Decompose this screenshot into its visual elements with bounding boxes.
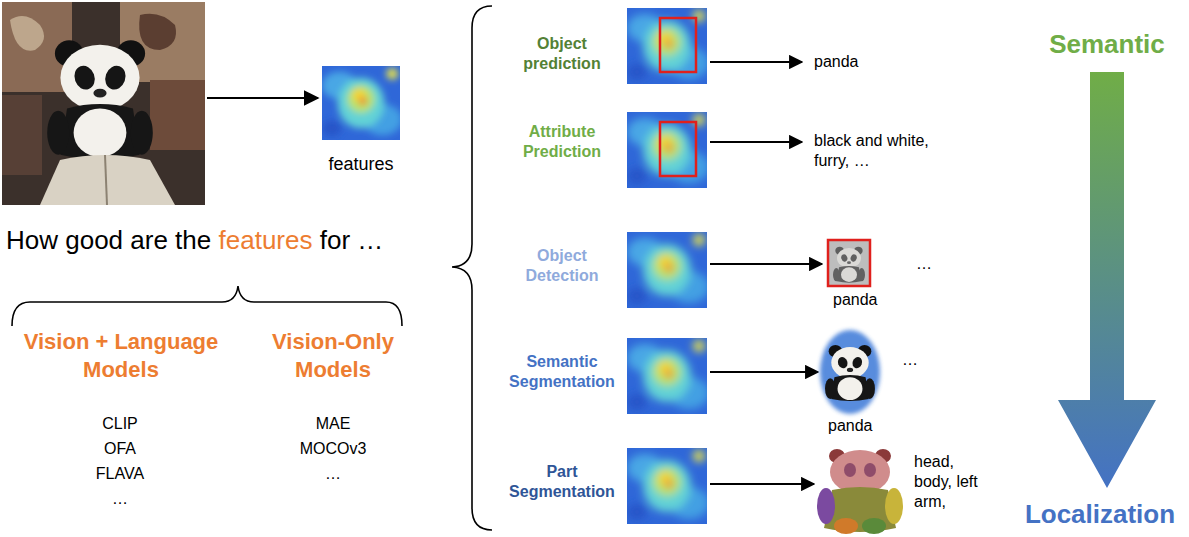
panda-plush	[47, 40, 153, 159]
text-label: …	[325, 464, 341, 484]
part-segmentation	[817, 449, 903, 534]
arrow	[710, 371, 818, 373]
text-label: Semantic Segmentation	[502, 352, 622, 392]
text-label: OFA	[104, 439, 136, 459]
text-label: Object Detection	[502, 246, 622, 286]
pillow-pattern	[10, 16, 44, 51]
input-photo	[2, 2, 205, 205]
text-label: Attribute Prediction	[502, 122, 622, 162]
text-label: features	[219, 224, 313, 257]
text-label: head, body, left arm,	[914, 452, 986, 512]
feature-map	[627, 8, 709, 84]
text-label: MAE	[316, 414, 351, 434]
text-label: Object prediction	[502, 34, 622, 74]
text-label: Vision-Only Models	[258, 328, 408, 383]
arrow	[207, 97, 318, 99]
feature-map	[627, 338, 709, 414]
text-label: for …	[320, 224, 384, 257]
text-label: features	[328, 153, 393, 176]
text-label: How good are the	[6, 224, 211, 257]
feature-map	[627, 112, 709, 188]
text-label: Vision + Language Models	[14, 328, 229, 383]
feature-map	[627, 232, 709, 308]
feature-map	[322, 66, 402, 140]
detection-crop	[828, 240, 870, 286]
segmentation-mask	[820, 330, 880, 414]
pillow-pattern	[139, 14, 176, 50]
pillow-pattern	[2, 95, 42, 175]
open-book	[40, 155, 175, 205]
text-label: panda	[814, 52, 859, 72]
brace	[452, 6, 492, 530]
text-label: Part Segmentation	[502, 462, 622, 502]
text-label: MOCOv3	[300, 439, 367, 459]
arrow	[710, 141, 802, 143]
text-label: panda	[828, 416, 873, 436]
arrow	[710, 263, 822, 265]
text-label: …	[902, 350, 918, 370]
bounding-box	[660, 18, 696, 72]
text-label: FLAVA	[96, 464, 144, 484]
book-spine	[105, 155, 107, 205]
brace	[12, 286, 402, 326]
text-label: CLIP	[102, 414, 138, 434]
text-label: black and white, furry, …	[814, 131, 938, 171]
arrow	[710, 483, 814, 485]
arrow	[710, 61, 802, 63]
photo-background	[2, 2, 205, 205]
pillow-pattern	[150, 80, 205, 150]
gradient-arrow	[1058, 72, 1156, 488]
text-label: …	[112, 489, 128, 509]
bounding-box	[660, 122, 696, 176]
text-label: …	[916, 254, 932, 274]
text-label: Localization	[1025, 498, 1175, 531]
feature-map	[627, 448, 709, 524]
text-label: Semantic	[1049, 28, 1165, 61]
text-label: panda	[833, 290, 878, 310]
